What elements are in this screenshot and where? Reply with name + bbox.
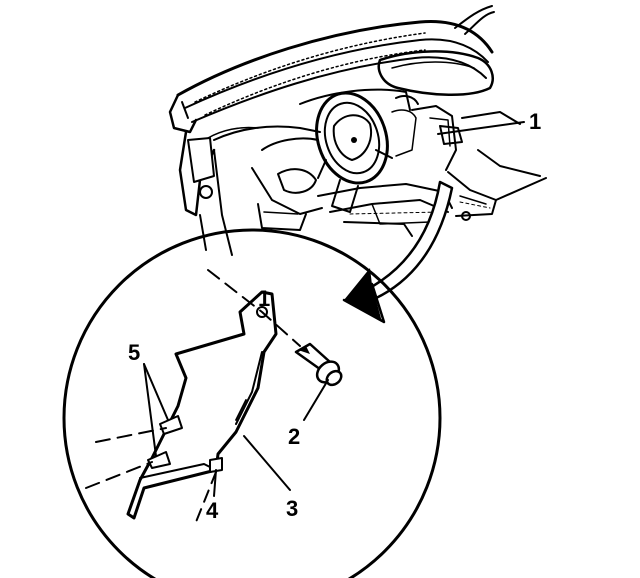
callout-4: 4 [206, 498, 219, 523]
view-arrow [342, 180, 454, 324]
leader-line-5a [143, 363, 169, 421]
leader-line-5b [143, 363, 157, 457]
leader-line-4 [213, 469, 217, 497]
callout-2: 2 [288, 424, 300, 449]
dashboard-illustration [168, 5, 547, 256]
leader-line-3 [243, 435, 291, 491]
leader-line-2 [303, 379, 329, 421]
callout-1-detail: 1 [258, 286, 270, 311]
push-pin-retainer [294, 342, 343, 387]
callout-3: 3 [286, 496, 298, 521]
alignment-dashes [85, 269, 301, 523]
callout-1-top: 1 [529, 109, 541, 134]
leader-line-1 [437, 121, 525, 135]
detail-view-circle [62, 228, 442, 578]
callout-5: 5 [128, 340, 140, 365]
trim-panel-detail [126, 290, 278, 520]
